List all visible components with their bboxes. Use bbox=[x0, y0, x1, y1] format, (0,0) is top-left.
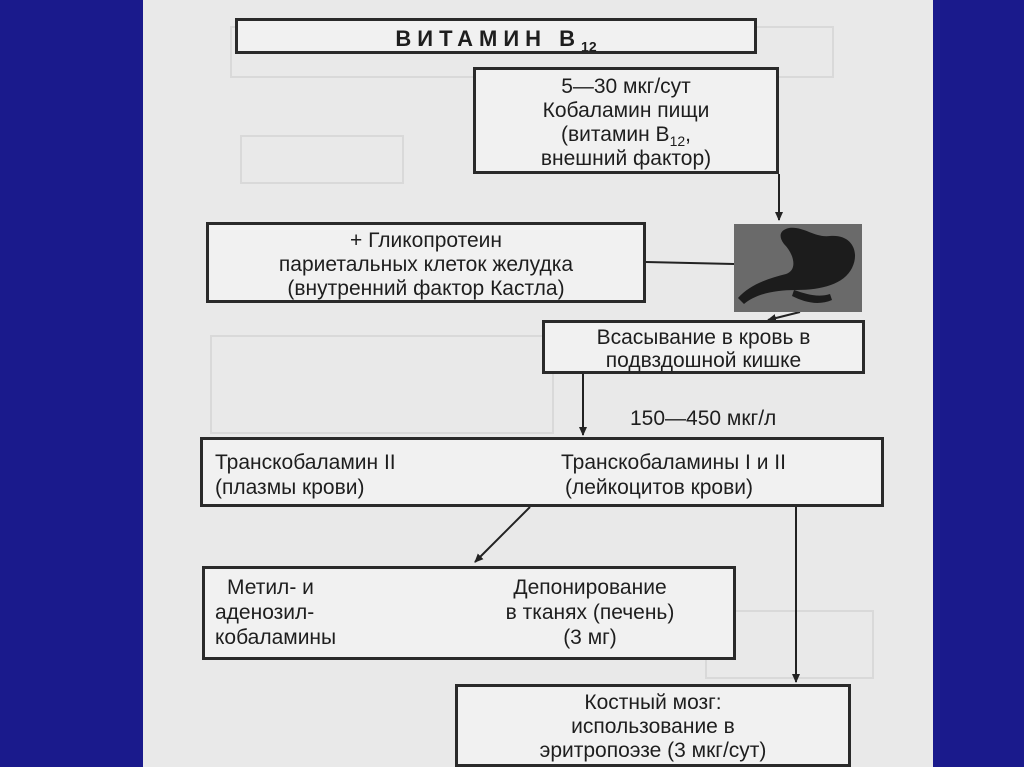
transcobalamin-box: Транскобаламин II (плазмы крови) Транско… bbox=[200, 437, 884, 507]
ghost-box bbox=[210, 335, 554, 434]
food-line-3-comma: , bbox=[685, 123, 691, 146]
glyco-line-2: париетальных клеток желудка bbox=[278, 253, 574, 276]
food-line-3-text: (витамин В bbox=[561, 123, 670, 146]
ghost-box bbox=[240, 135, 404, 184]
trans-right-line-1: Транскобаламины I и II bbox=[561, 451, 786, 474]
title-subscript: 12 bbox=[581, 38, 597, 55]
deposit-line-3: (3 мг) bbox=[563, 626, 617, 649]
food-cobalamin-box: 5—30 мкг/сут Кобаламин пищи (витамин В12… bbox=[473, 67, 779, 174]
methyl-line-1: Метил- и bbox=[227, 576, 314, 599]
methyl-line-2: аденозил- bbox=[215, 601, 315, 624]
absorb-line-2: подвздошной кишке bbox=[605, 349, 802, 372]
title-main: ВИТАМИН В bbox=[395, 26, 582, 51]
arrow-stomach-to-absorb bbox=[767, 311, 801, 322]
food-line-3: (витамин В12, bbox=[476, 122, 776, 154]
marrow-line-1: Костный мозг: bbox=[584, 691, 722, 714]
food-line-4: внешний фактор) bbox=[540, 147, 712, 170]
food-line-3-subscript: 12 bbox=[669, 133, 686, 150]
absorb-line-1: Всасывание в кровь в bbox=[596, 326, 811, 349]
food-line-2: Кобаламин пищи bbox=[542, 99, 710, 122]
glycoprotein-box: + Гликопротеин париетальных клеток желуд… bbox=[206, 222, 646, 303]
deposit-line-1: Депонирование bbox=[513, 576, 667, 599]
blood-concentration-label: 150—450 мкг/л bbox=[630, 407, 777, 430]
trans-right-line-2: (лейкоцитов крови) bbox=[565, 476, 753, 499]
glyco-line-3: (внутренний фактор Кастла) bbox=[287, 277, 565, 300]
methyl-deposit-box: Метил- и аденозил- кобаламины Депонирова… bbox=[202, 566, 736, 660]
trans-left-line-1: Транскобаламин II bbox=[215, 451, 396, 474]
title-box: ВИТАМИН В12 bbox=[235, 18, 757, 54]
stomach-illustration bbox=[734, 224, 862, 312]
trans-left-line-2: (плазмы крови) bbox=[215, 476, 365, 499]
marrow-line-2: использование в bbox=[571, 715, 735, 738]
absorption-box: Всасывание в кровь в подвздошной кишке bbox=[542, 320, 865, 374]
arrow-trans-to-methyl bbox=[474, 506, 531, 563]
glyco-line-1: + Гликопротеин bbox=[349, 229, 503, 252]
food-line-1: 5—30 мкг/сут bbox=[561, 75, 691, 98]
stomach-icon bbox=[734, 224, 862, 312]
marrow-line-3: эритропоэзе (3 мкг/сут) bbox=[539, 739, 767, 762]
title-text: ВИТАМИН В12 bbox=[238, 26, 754, 54]
methyl-line-3: кобаламины bbox=[215, 626, 337, 649]
connector-glyco-to-stomach bbox=[645, 261, 735, 265]
bone-marrow-box: Костный мозг: использование в эритропоэз… bbox=[455, 684, 851, 767]
deposit-line-2: в тканях (печень) bbox=[505, 601, 675, 624]
